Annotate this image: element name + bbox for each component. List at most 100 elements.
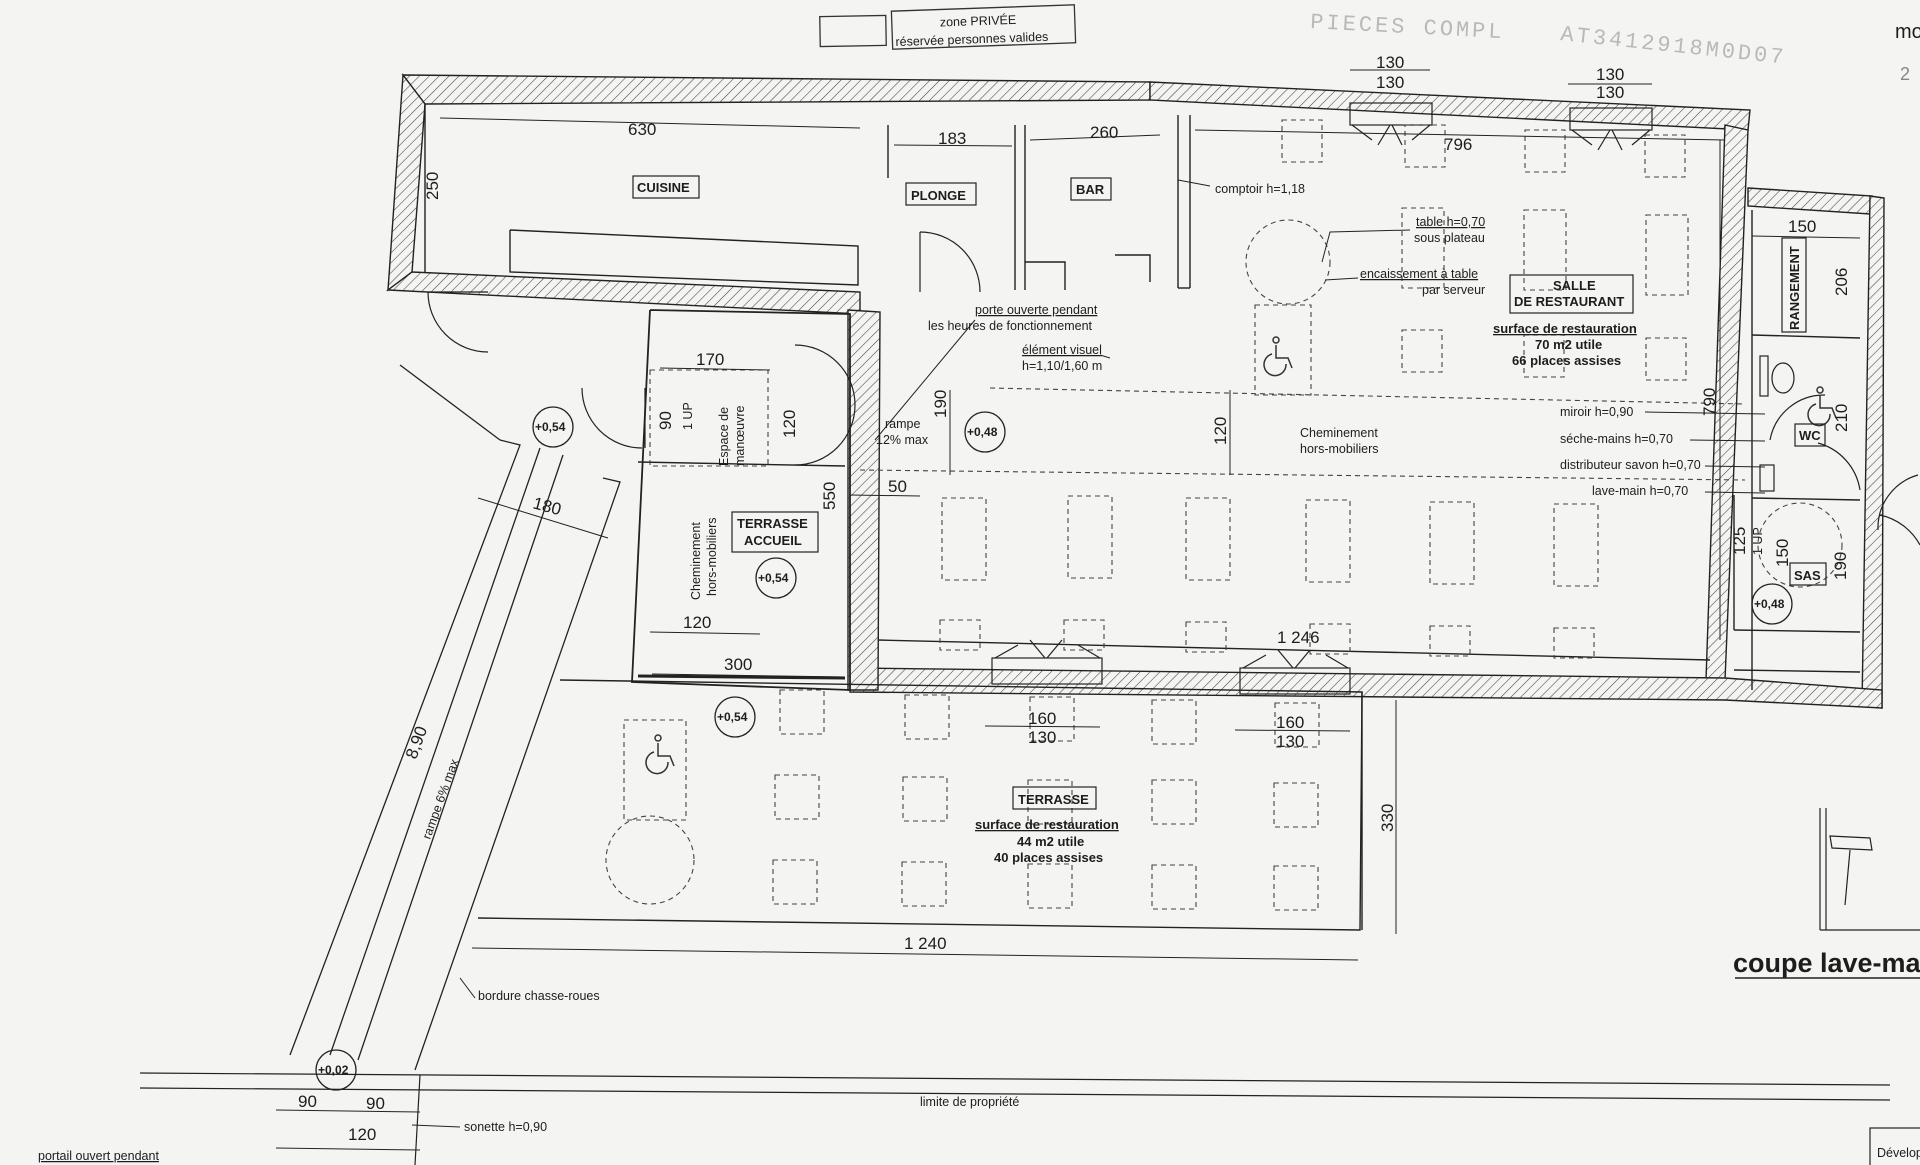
leader-sonette [411, 1124, 461, 1128]
level-circle [714, 696, 756, 738]
toilet-tank [1759, 355, 1769, 397]
level-circle [964, 411, 1006, 453]
box-cuisine [632, 175, 700, 199]
lavabo-icon [1759, 464, 1775, 492]
room-salle-1: SALLE [1553, 278, 1596, 293]
table-terrasse [1027, 863, 1073, 909]
kitchen-counter [509, 229, 859, 286]
table-low [1401, 329, 1443, 373]
level-label: +0,54 [535, 420, 566, 434]
wall-annex-right [1861, 195, 1885, 709]
building-walls [386, 73, 1885, 709]
espace-manoeuvre [649, 369, 769, 467]
table-salle [941, 497, 987, 581]
dim-120d: 120 [348, 1125, 376, 1144]
door-plonge [919, 231, 981, 293]
stamp-line2: AT3412918M0D07 [1559, 22, 1787, 71]
chair-salle [1429, 625, 1471, 657]
wall-kitchen-bottom [386, 271, 861, 315]
dimline-180 [477, 497, 609, 539]
wall-top-left [401, 74, 1151, 105]
stamp-corner1: mo [1895, 21, 1920, 43]
leader-comptoir [1177, 179, 1211, 187]
window-bottom-2-leaves [1242, 649, 1349, 669]
note-distributeur: distributeur savon h=0,70 [1560, 458, 1701, 472]
note-element-1: élément visuel [1022, 343, 1102, 357]
dim-130a: 130 [1376, 53, 1404, 72]
property-line-1 [139, 1072, 1891, 1086]
room-wc: WC [1799, 428, 1821, 443]
room-plonge: PLONGE [911, 188, 966, 203]
sas-bottom [1733, 629, 1861, 633]
furniture [605, 119, 1843, 911]
dimline-1240 [471, 947, 1359, 961]
dim-125: 125 [1730, 527, 1749, 555]
chair-salle [1553, 627, 1595, 659]
table-terrasse [1151, 699, 1197, 745]
level-labels: +0,54 +0,48 +0,54 +0,54 +0,48 +0,02 [318, 420, 1785, 1077]
note-element-2: h=1,10/1,60 m [1022, 359, 1102, 373]
chair-salle [1185, 621, 1227, 653]
dim-170: 170 [696, 350, 724, 369]
dimline-160a [984, 725, 1101, 728]
level-label: +0,54 [758, 571, 789, 585]
dim-190: 190 [931, 390, 950, 418]
box-plonge [905, 182, 977, 206]
dimline-120c [649, 631, 761, 635]
note-porte-1: porte ouverte pendant [975, 303, 1098, 317]
terrasse-accueil-outline [631, 309, 851, 691]
wall-annex-top [1747, 187, 1873, 215]
table-terrasse [779, 689, 825, 735]
terrasse-accueil-base [637, 674, 846, 680]
door-entry [794, 344, 856, 406]
window-top-1 [1349, 102, 1433, 126]
dim-250: 250 [423, 172, 442, 200]
note-espace-2: manœuvre [733, 406, 747, 466]
table-mid [1401, 207, 1445, 289]
note-chemin-1: Cheminement [1300, 426, 1378, 440]
round-table [1245, 219, 1331, 305]
table-terrasse [901, 861, 947, 907]
stamp-corner2: 2 [1900, 64, 1910, 84]
dimline-630 [439, 117, 861, 129]
dining-inner-bottom [877, 639, 1711, 661]
stamp-line1: PIECES COMPL [1310, 10, 1505, 45]
wall-bottom [849, 667, 1883, 709]
dim-183: 183 [938, 129, 966, 148]
level-circle [532, 406, 574, 448]
table-salle [1429, 501, 1475, 585]
salle-places: 66 places assises [1512, 353, 1621, 368]
table-salle [1067, 495, 1113, 579]
box-wc [1794, 423, 1826, 447]
dim-190b: 190 [1831, 552, 1850, 580]
note-bordure: bordure chasse-roues [478, 989, 600, 1003]
terrasse-outline [477, 679, 1363, 931]
legend-line1: zone PRIVÉE [940, 12, 1017, 30]
note-limite: limite de propriété [920, 1095, 1019, 1109]
level-markers [315, 406, 1793, 1091]
level-circle [1751, 583, 1793, 625]
room-cuisine: CUISINE [637, 180, 690, 195]
note-encaissement-1: encaissement à table [1360, 267, 1478, 281]
room-terrasse-accueil-1: TERRASSE [737, 516, 808, 531]
dim-90b: 90 [298, 1092, 317, 1111]
room-salle-2: DE RESTAURANT [1514, 294, 1624, 309]
terrasse-area: 44 m2 utile [1017, 834, 1084, 849]
develop-label: Dévelop [1877, 1146, 1920, 1160]
note-rampe-2: 12% max [876, 433, 929, 447]
door-sas-ext [1879, 514, 1920, 546]
dim-1246: 1 246 [1277, 628, 1320, 647]
wc-bottom [1751, 497, 1861, 501]
wall-left-kitchen [387, 73, 426, 292]
dim-160a: 160 [1028, 709, 1056, 728]
table-terrasse [1151, 864, 1197, 910]
table-mid [1645, 214, 1689, 296]
note-table-1: table h=0,70 [1416, 215, 1485, 229]
leader-element [1099, 354, 1111, 359]
note-portail: portail ouvert pendant [38, 1149, 159, 1163]
coupe-inset: coupe lave-ma Dévelop [1733, 808, 1920, 1165]
dim-90c: 90 [366, 1094, 385, 1113]
sas-turn-circle [1757, 502, 1843, 588]
pmr-place [1254, 304, 1312, 396]
